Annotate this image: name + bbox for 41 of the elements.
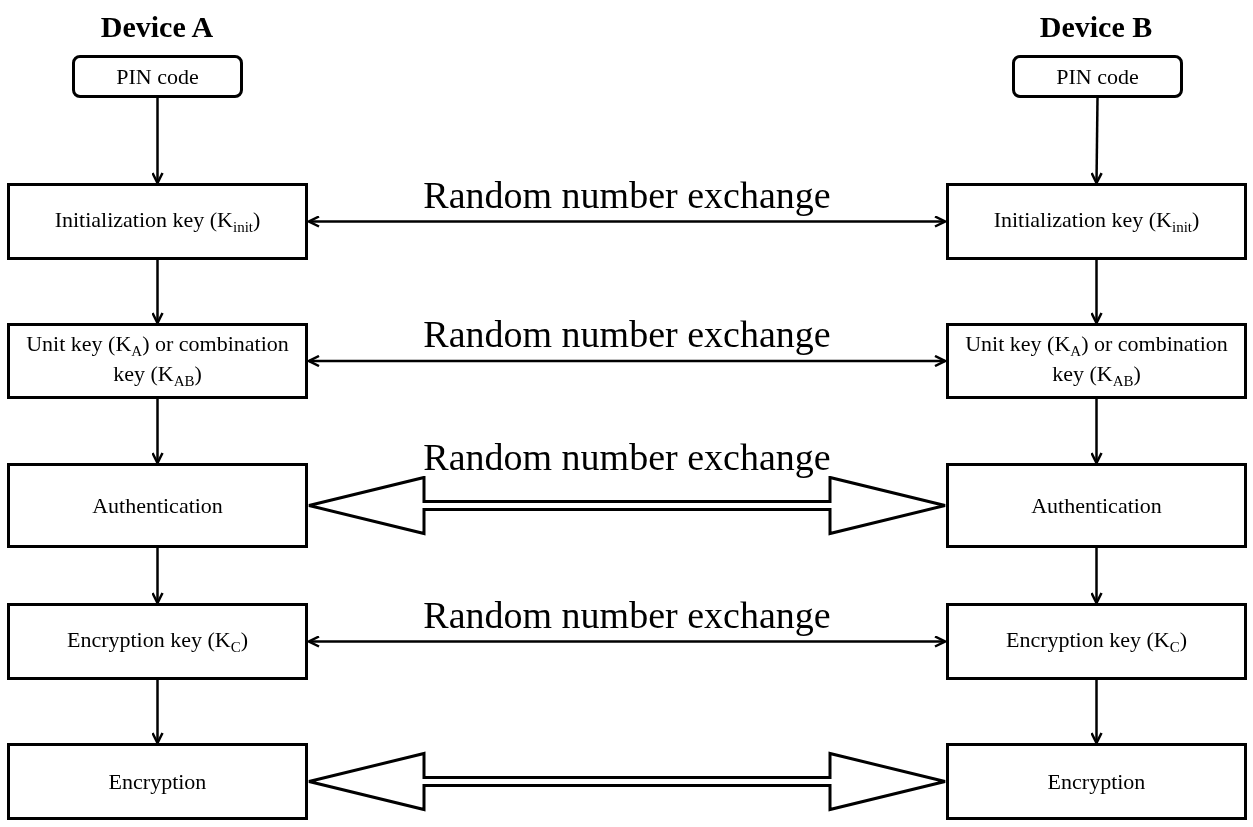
arrow — [1090, 98, 1103, 185]
process-box — [7, 463, 308, 548]
process-box — [946, 463, 1247, 548]
box-label: Initialization key (K$_{init}$) — [992, 206, 1201, 237]
arrow — [151, 680, 164, 745]
process-box — [946, 183, 1247, 260]
arrow — [151, 548, 164, 605]
rounded-box — [1012, 55, 1183, 98]
arrow — [151, 260, 164, 325]
box-label: PIN code — [115, 63, 200, 90]
arrow — [1090, 399, 1103, 465]
box-label: Encryption — [107, 768, 208, 795]
double-block-arrow — [307, 475, 947, 536]
arrow — [151, 399, 164, 465]
process-box — [7, 603, 308, 680]
box-label: Unit key (K$_{A}$) or combination key (K$_{AB}$) — [964, 331, 1229, 391]
process-box — [7, 183, 308, 260]
process-box — [946, 323, 1247, 399]
box-label: Authentication — [91, 492, 224, 519]
process-box — [7, 323, 308, 399]
double-arrow — [307, 635, 947, 648]
column-heading: Device B — [1039, 12, 1153, 42]
box-label: Encryption — [1046, 768, 1147, 795]
double-block-arrow — [307, 751, 947, 812]
arrow — [1090, 260, 1103, 325]
box-label: PIN code — [1055, 63, 1140, 90]
box-label: Encryption key (K$_{C}$) — [65, 626, 250, 657]
process-box — [7, 743, 308, 820]
double-arrow — [307, 215, 947, 228]
box-label: Authentication — [1030, 492, 1163, 519]
process-box — [946, 603, 1247, 680]
column-heading: Device A — [100, 12, 214, 42]
box-label: Initialization key (K$_{init}$) — [53, 206, 262, 237]
arrow — [1090, 548, 1103, 605]
arrow — [1090, 680, 1103, 745]
rounded-box — [72, 55, 243, 98]
box-label: Unit key (K$_{A}$) or combination key (K$_{AB}$) — [25, 331, 290, 391]
box-label: Encryption key (K$_{C}$) — [1004, 626, 1189, 657]
arrow — [151, 98, 164, 185]
process-box — [946, 743, 1247, 820]
double-arrow — [307, 354, 947, 368]
